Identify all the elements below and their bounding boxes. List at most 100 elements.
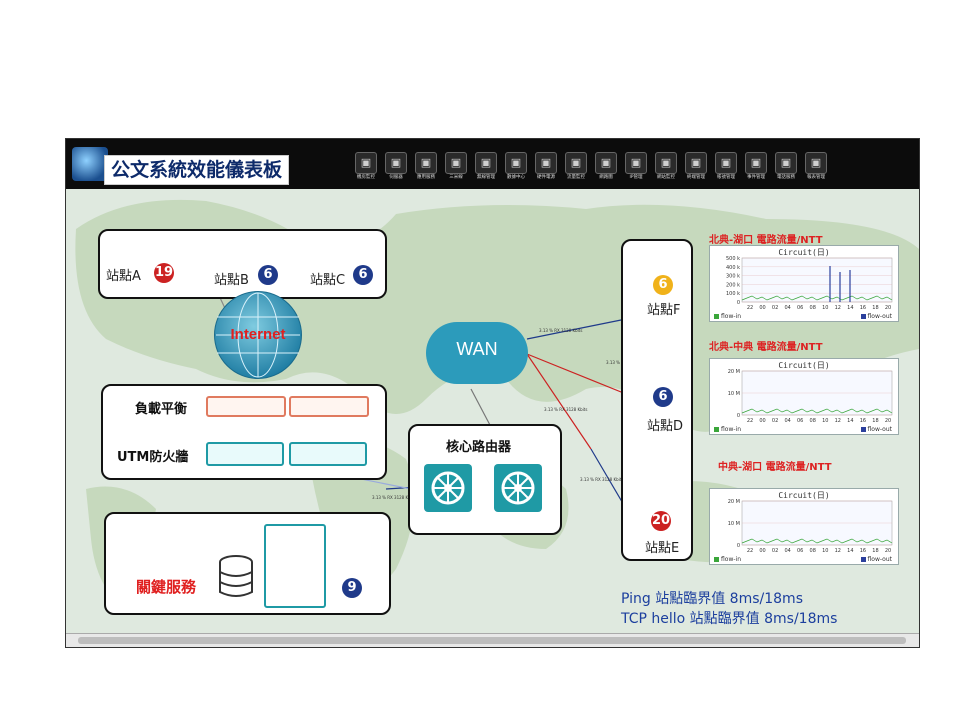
- toolbar-button-5[interactable]: ▣數據中心: [503, 152, 529, 188]
- chip-icon: ▣: [535, 152, 557, 174]
- site-c-badge[interactable]: 6: [353, 265, 373, 285]
- horizontal-scrollbar[interactable]: [66, 633, 919, 647]
- x-tick-label: 18: [872, 418, 878, 424]
- flow-in-series: [741, 538, 893, 544]
- y-tick-label: 20 M: [728, 499, 740, 505]
- site-f-badge[interactable]: 6: [653, 275, 673, 295]
- circuit-graph-title: 北典-中典 電路流量/NTT: [709, 342, 823, 353]
- x-tick-label: 14: [847, 418, 853, 424]
- toolbar-button-14[interactable]: ▣電話服務: [773, 152, 799, 188]
- wheel-icon: [431, 471, 465, 505]
- x-tick-label: 10: [822, 418, 828, 424]
- toolbar-button-label: 報表管理: [807, 175, 825, 180]
- report-icon: ▣: [805, 152, 827, 174]
- toolbar-button-1[interactable]: ▣伺服器: [383, 152, 409, 188]
- x-tick-label: 02: [772, 548, 778, 554]
- toolbar-button-6[interactable]: ▣硬件電源: [533, 152, 559, 188]
- toolbar-button-0[interactable]: ▣機房監控: [353, 152, 379, 188]
- link-wan-d: [526, 353, 627, 395]
- ip-icon: ▣: [625, 152, 647, 174]
- critical-services-badge[interactable]: 9: [342, 578, 362, 598]
- legend-label: flow-in: [721, 556, 741, 563]
- x-tick-label: 06: [797, 548, 803, 554]
- toolbar-button-15[interactable]: ▣報表管理: [803, 152, 829, 188]
- server-icon: ▣: [385, 152, 407, 174]
- x-tick-label: 04: [784, 305, 790, 311]
- y-tick-label: 0: [737, 543, 740, 549]
- utm-device-1[interactable]: [206, 442, 284, 466]
- x-tick-label: 06: [797, 305, 803, 311]
- x-tick-label: 04: [784, 418, 790, 424]
- legend-label: flow-in: [721, 426, 741, 433]
- legend-label: flow-out: [867, 313, 892, 320]
- svg-text:3.13 % RX 3128 Kbits: 3.13 % RX 3128 Kbits: [539, 328, 582, 333]
- toolbar-button-label: 網路圖: [599, 175, 613, 180]
- globe-icon: [216, 292, 300, 378]
- router-1[interactable]: [424, 464, 472, 512]
- svg-text:3.13 % RX 3128 Kbits: 3.13 % RX 3128 Kbits: [544, 407, 587, 412]
- utm-device-2[interactable]: [289, 442, 367, 466]
- link-wan-f: [526, 318, 627, 340]
- x-tick-label: 06: [797, 418, 803, 424]
- critical-services-label: 關鍵服務: [136, 578, 197, 596]
- flow-in-series: [741, 295, 893, 301]
- x-tick-label: 04: [784, 548, 790, 554]
- legend-flow-out: flow-out: [860, 313, 892, 320]
- site-b-badge[interactable]: 6: [258, 265, 278, 285]
- y-tick-label: 100 k: [726, 291, 740, 297]
- flow-out-swatch: [860, 314, 866, 319]
- toolbar-button-11[interactable]: ▣終端管理: [683, 152, 709, 188]
- page-title: 公文系統效能儀表板: [104, 155, 290, 185]
- toolbar-button-label: 三米線: [449, 175, 463, 180]
- toolbar-button-12[interactable]: ▣帳號管理: [713, 152, 739, 188]
- toolbar-button-13[interactable]: ▣事件管理: [743, 152, 769, 188]
- remote-sites-panel: 站點A 19 站點B 6 站點C 6: [98, 229, 387, 299]
- toolbar-button-2[interactable]: ▣應用服務: [413, 152, 439, 188]
- flow-out-swatch: [860, 557, 866, 562]
- site-e-badge[interactable]: 20: [651, 511, 671, 531]
- y-tick-label: 400 k: [726, 265, 740, 271]
- load-balancer-device-2[interactable]: [289, 396, 369, 417]
- x-tick-label: 10: [822, 305, 828, 311]
- toolbar-button-8[interactable]: ▣網路圖: [593, 152, 619, 188]
- x-tick-label: 20: [885, 305, 891, 311]
- internet-label: Internet: [230, 326, 286, 343]
- toolbar-button-4[interactable]: ▣無線管理: [473, 152, 499, 188]
- x-tick-label: 14: [847, 305, 853, 311]
- toolbar-button-3[interactable]: ▣三米線: [443, 152, 469, 188]
- toolbar-button-label: 機房監控: [357, 175, 375, 180]
- scroll-thumb[interactable]: [78, 637, 906, 644]
- globe-icon: ▣: [655, 152, 677, 174]
- toolbar-button-10[interactable]: ▣網站監控: [653, 152, 679, 188]
- x-tick-label: 08: [810, 305, 816, 311]
- site-a-badge[interactable]: 19: [154, 263, 174, 283]
- toolbar-button-label: 硬件電源: [537, 175, 555, 180]
- legend-flow-in: flow-in: [714, 556, 741, 563]
- link-wan-e: [526, 353, 592, 450]
- circuit-chart-title: Circuit(日): [778, 248, 830, 257]
- x-tick-label: 16: [860, 305, 866, 311]
- svg-text:3.13 % RX 3128 Kbits: 3.13 % RX 3128 Kbits: [372, 495, 415, 500]
- gateway-panel: 負載平衡 UTM防火牆: [101, 384, 387, 480]
- toolbar-button-label: 數據中心: [507, 175, 525, 180]
- utm-firewall-label: UTM防火牆: [117, 450, 189, 465]
- toolbar-button-9[interactable]: ▣IP管理: [623, 152, 649, 188]
- toolbar-button-label: 網站監控: [657, 175, 675, 180]
- flow-in-swatch: [714, 557, 719, 562]
- legend-flow-in: flow-in: [714, 313, 741, 320]
- site-e-label: 站點E: [645, 541, 680, 556]
- site-d-badge[interactable]: 6: [653, 387, 673, 407]
- warning-icon: ▣: [745, 152, 767, 174]
- toolbar-button-label: 無線管理: [477, 175, 495, 180]
- building-icon: ▣: [355, 152, 377, 174]
- app-icon: ▣: [415, 152, 437, 174]
- toolbar-button-7[interactable]: ▣流量監控: [563, 152, 589, 188]
- load-balancer-device-1[interactable]: [206, 396, 286, 417]
- router-2[interactable]: [494, 464, 542, 512]
- link-wan-core: [470, 388, 492, 428]
